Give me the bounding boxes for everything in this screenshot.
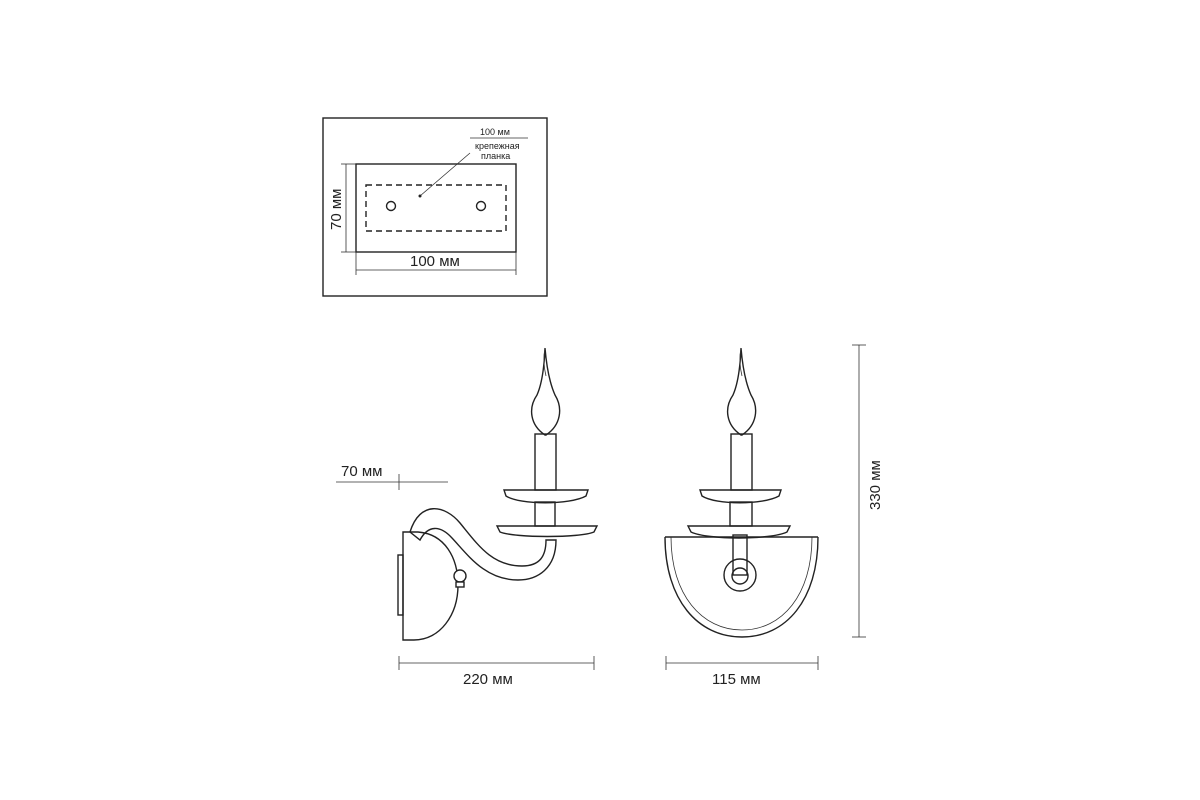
front-stem-middle [729,501,753,527]
callout-label-line2: планка [481,151,510,161]
side-bulb [530,347,561,436]
side-candle [534,433,557,491]
mount-plate-inset: 100 мм крепежная планка 70 мм 100 мм [322,117,548,297]
front-bulb [726,347,757,436]
plate-outline [355,163,517,253]
callout-label-line1: крепежная [475,141,520,151]
callout-leader [419,152,471,197]
side-bulb-tip [543,347,547,377]
front-bulb-tip [739,347,743,377]
side-bobeche-upper [503,489,589,504]
front-candle [730,433,753,491]
projection-label: 70 мм [341,463,382,480]
side-stem-middle [534,501,556,527]
side-backplate [397,554,404,616]
side-knob [453,569,467,583]
front-backplate-inner [670,536,813,631]
side-width-label: 220 мм [463,671,513,688]
callout-dot [418,194,422,198]
front-backplate [664,536,819,638]
hole-spacing-label: 100 мм [480,127,510,137]
front-bobeche-lower [686,525,792,539]
plate-width-label: 100 мм [410,253,460,270]
front-bobeche-upper [699,489,782,504]
side-knob-stem [455,581,465,588]
front-rosette-inner [731,567,749,585]
side-arm [409,508,557,581]
front-rosette [723,558,757,592]
inset-frame [322,117,548,297]
side-bobeche-lower [495,525,599,538]
front-height-label: 330 мм [867,460,884,510]
side-canopy [402,531,459,641]
front-view: 115 мм 330 мм [664,344,884,688]
mounting-hole-left [385,200,397,212]
plate-height-label: 70 мм [328,189,345,230]
mounting-hole-right [475,200,487,212]
front-arm [732,534,748,576]
front-width-label: 115 мм [712,671,761,688]
mounting-bar-dashed [365,184,507,232]
side-view: 70 мм 220 мм [336,347,599,688]
